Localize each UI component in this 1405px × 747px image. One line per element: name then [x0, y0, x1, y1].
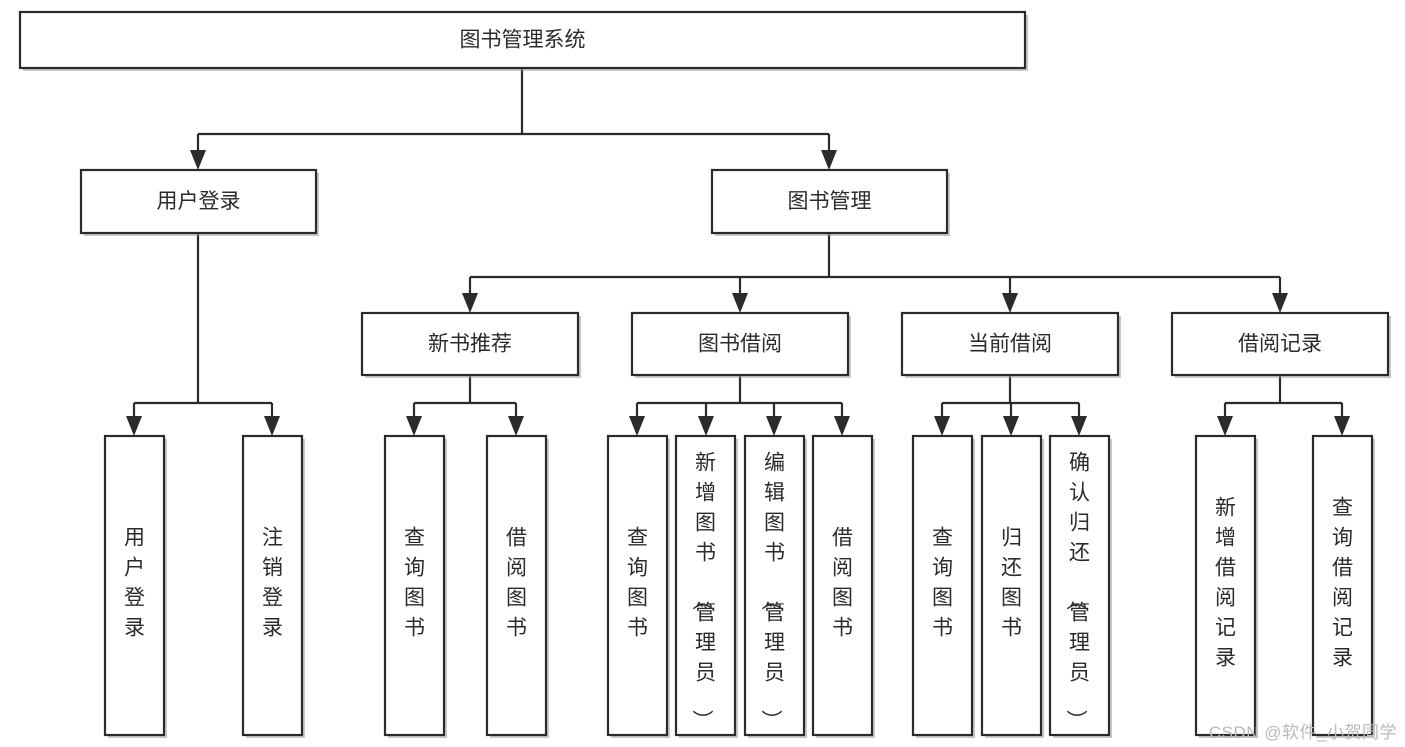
- node-label: 借阅记录: [1238, 333, 1322, 356]
- node-leaf-10[interactable]: 确认归还（管理员）: [1048, 434, 1112, 738]
- connector-layer: [126, 68, 1350, 436]
- node-label: 编辑图书（管理员）: [759, 452, 785, 731]
- node-leaf-1[interactable]: 注销登录: [241, 434, 305, 738]
- node-label: 借阅图书: [832, 527, 853, 640]
- node-label: 新增借阅记录: [1215, 497, 1236, 670]
- node-level2-1[interactable]: 图书借阅: [630, 311, 851, 378]
- connector-borrow-to-leaves: [629, 375, 850, 436]
- connector-book-mgmt-to-level2: [462, 233, 1288, 313]
- connector-borrow-record-to-leaves: [1217, 375, 1350, 436]
- node-label: 用户登录: [124, 527, 145, 640]
- connector-root-to-level1: [190, 68, 837, 170]
- node-label: 新增图书（管理员）: [690, 452, 716, 731]
- node-leaf-4[interactable]: 查询图书: [606, 434, 670, 738]
- connector-user-login-to-leaves: [126, 233, 280, 436]
- node-label: 归还图书: [1001, 527, 1022, 640]
- node-leaf-0[interactable]: 用户登录: [103, 434, 167, 738]
- connector-current-borrow-to-leaves: [934, 375, 1087, 436]
- node-leaf-7[interactable]: 借阅图书: [811, 434, 875, 738]
- node-label: 图书管理系统: [460, 29, 586, 52]
- node-label: 图书管理: [788, 190, 872, 213]
- node-label: 新书推荐: [428, 333, 512, 356]
- node-label: 查询图书: [404, 527, 425, 640]
- node-leaf-5[interactable]: 新增图书（管理员）: [674, 434, 738, 738]
- node-level2-0[interactable]: 新书推荐: [360, 311, 581, 378]
- node-leaf-12[interactable]: 查询借阅记录: [1311, 434, 1375, 738]
- node-label: 查询图书: [627, 527, 648, 640]
- node-root-图书管理系统[interactable]: 图书管理系统: [18, 10, 1028, 71]
- node-level2-3[interactable]: 借阅记录: [1170, 311, 1391, 378]
- watermark-text: CSDN @软件_小贺同学: [1208, 723, 1397, 742]
- node-leaf-11[interactable]: 新增借阅记录: [1194, 434, 1258, 738]
- node-label: 借阅图书: [506, 527, 527, 640]
- connector-new-book-to-leaves: [406, 375, 524, 436]
- node-label: 确认归还（管理员）: [1064, 452, 1090, 731]
- node-label: 查询图书: [932, 527, 953, 640]
- node-layer: 图书管理系统用户登录图书管理新书推荐图书借阅当前借阅借阅记录用户登录注销登录查询…: [18, 10, 1391, 738]
- node-leaf-2[interactable]: 查询图书: [383, 434, 447, 738]
- node-label: 查询借阅记录: [1332, 497, 1353, 670]
- node-label: 用户登录: [157, 190, 241, 213]
- node-label: 当前借阅: [968, 333, 1052, 356]
- node-level2-2[interactable]: 当前借阅: [900, 311, 1121, 378]
- node-leaf-3[interactable]: 借阅图书: [485, 434, 549, 738]
- node-leaf-9[interactable]: 归还图书: [980, 434, 1044, 738]
- node-label: 注销登录: [262, 527, 283, 640]
- node-label: 图书借阅: [698, 333, 782, 356]
- node-level1-1[interactable]: 图书管理: [710, 168, 950, 236]
- node-leaf-8[interactable]: 查询图书: [911, 434, 975, 738]
- node-leaf-6[interactable]: 编辑图书（管理员）: [743, 434, 807, 738]
- node-level1-0[interactable]: 用户登录: [79, 168, 319, 236]
